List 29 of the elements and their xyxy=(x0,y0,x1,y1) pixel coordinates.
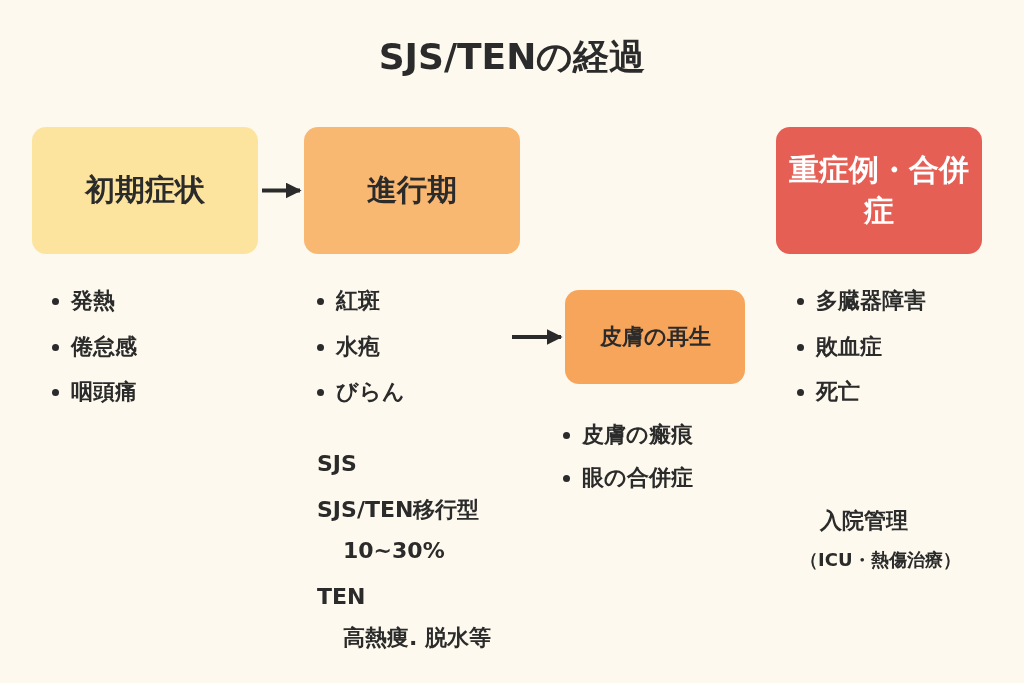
stage-label: 初期症状 xyxy=(85,171,205,210)
stage-box xyxy=(776,127,982,254)
stage-box xyxy=(304,127,520,254)
stage-label: 進行期 xyxy=(367,171,457,210)
note-text: TEN xyxy=(317,583,366,611)
arrow xyxy=(512,329,563,345)
list-item-text: 倦怠感 xyxy=(71,333,137,361)
list-item-text: 水疱 xyxy=(336,333,380,361)
list-item-text: 敗血症 xyxy=(816,333,882,361)
stage-box xyxy=(565,290,745,384)
note-text: SJS/TEN移行型 xyxy=(317,496,480,524)
list-item-text: 多臓器障害 xyxy=(816,287,926,315)
stage-box xyxy=(32,127,258,254)
diagram-title: SJS/TENの経過 xyxy=(377,35,647,79)
stage-label: 皮膚の再生 xyxy=(599,323,711,352)
list-item-text: 死亡 xyxy=(816,378,860,406)
arrow xyxy=(262,182,302,199)
list-item-text: 眼の合併症 xyxy=(582,464,693,492)
list-item-text: 皮膚の瘢痕 xyxy=(582,421,693,449)
list-item-text: 発熱 xyxy=(71,287,115,315)
list-item-text: 咽頭痛 xyxy=(71,378,137,406)
note-text: 入院管理 xyxy=(820,507,908,535)
list-item-text: びらん xyxy=(336,378,405,406)
note-text: （ICU・熱傷治療） xyxy=(800,548,961,572)
list-item-text: 紅斑 xyxy=(336,287,380,315)
stage-label: 重症例・合併症 xyxy=(788,151,970,230)
note-text: 高熱痩. 脱水等 xyxy=(343,624,492,652)
note-text: SJS xyxy=(317,450,357,478)
note-text: 10~30% xyxy=(343,537,445,565)
